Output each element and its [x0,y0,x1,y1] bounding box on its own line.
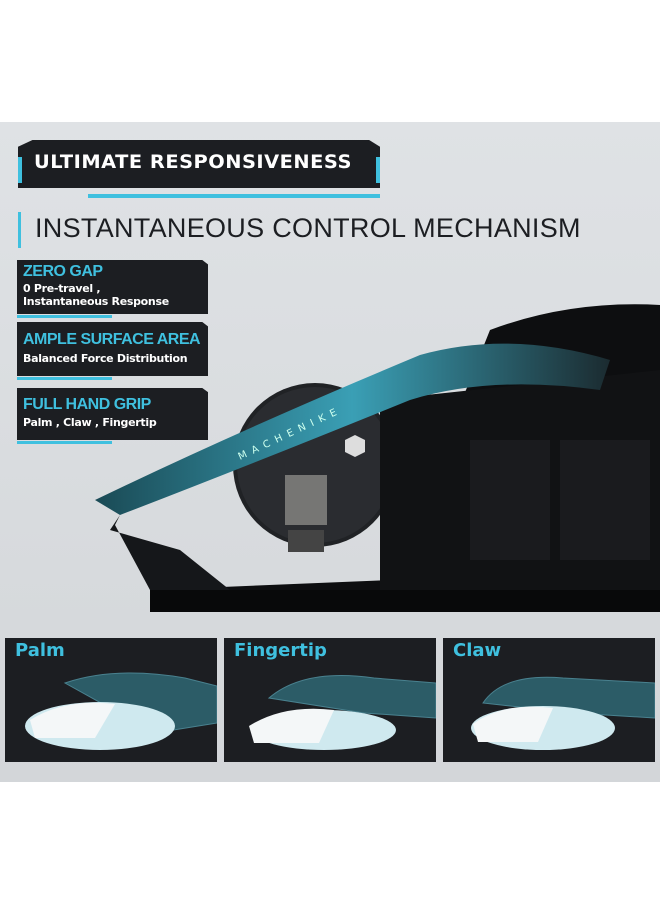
title: ULTIMATE RESPONSIVENESS [34,151,352,173]
title-accent-left [18,157,22,183]
grip-label: Palm [15,640,65,661]
feature-underline [17,377,112,380]
subtitle: INSTANTANEOUS CONTROL MECHANISM [35,213,581,243]
feature-text: Palm , Claw , Fingertip [23,416,157,429]
fingertip-grip-illustration [249,675,436,750]
feature-title: FULL HAND GRIP [23,396,151,413]
grip-label: Fingertip [234,640,327,661]
title-badge: ULTIMATE RESPONSIVENESS [18,140,380,188]
palm-grip-illustration [25,672,217,750]
feature-underline [17,315,112,318]
feature-full-grip: FULL HAND GRIP Palm , Claw , Fingertip [17,388,208,440]
claw-grip-illustration [471,676,655,750]
feature-text: Balanced Force Distribution [23,352,188,365]
feature-text: 0 Pre-travel , [23,282,101,295]
grip-label: Claw [453,640,502,661]
grip-palm-panel: Palm [5,638,217,762]
grip-claw-panel: Claw [443,638,655,762]
mouse-cutaway-image: MACHENIKE [95,304,660,612]
subtitle-accent [18,212,21,248]
grip-fingertip-panel: Fingertip [224,638,436,762]
feature-title: AMPLE SURFACE AREA [23,331,201,348]
feature-ample-surface: AMPLE SURFACE AREA Balanced Force Distri… [17,322,208,376]
title-underline [88,194,380,198]
feature-zero-gap: ZERO GAP 0 Pre-travel , Instantaneous Re… [17,260,208,314]
title-accent-right [376,157,380,183]
feature-underline [17,441,112,444]
feature-text: Instantaneous Response [23,295,169,308]
feature-title: ZERO GAP [23,263,103,280]
